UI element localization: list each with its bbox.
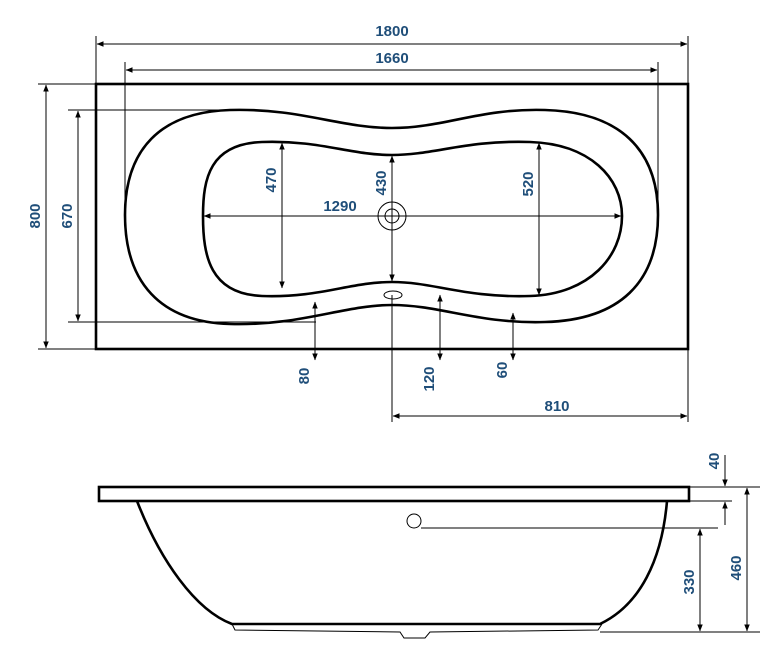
rim-profile xyxy=(97,485,691,503)
label-drain-to-end: 810 xyxy=(544,398,569,415)
label-rim-thickness: 40 xyxy=(706,453,723,470)
side-extension-lines xyxy=(421,486,760,633)
overflow-symbol xyxy=(383,290,403,300)
extension-lines xyxy=(38,36,689,422)
label-overall-length: 1800 xyxy=(375,23,408,40)
side-view: 40 330 460 xyxy=(97,453,760,639)
top-view: 1800 1660 800 670 1290 470 430 520 80 12… xyxy=(27,23,690,422)
label-mid-rim: 120 xyxy=(421,366,438,391)
label-bottom-length: 1290 xyxy=(323,198,356,215)
label-drain-offset: 430 xyxy=(373,170,390,195)
inner-rim-contour xyxy=(123,108,660,326)
dimension-lines xyxy=(43,41,688,419)
label-overall-width: 800 xyxy=(27,203,44,228)
bottom-contour xyxy=(201,140,624,298)
label-inner-length: 1660 xyxy=(375,50,408,67)
overflow-hole xyxy=(406,513,422,529)
label-bottom-right-width: 520 xyxy=(520,171,537,196)
tub-body-profile xyxy=(135,500,669,626)
label-left-rim: 80 xyxy=(296,368,313,385)
label-bottom-left-width: 470 xyxy=(263,167,280,192)
label-inner-width: 670 xyxy=(59,203,76,228)
label-overflow-height: 330 xyxy=(681,569,698,594)
tub-feet-line xyxy=(231,623,603,639)
label-right-rim: 60 xyxy=(494,362,511,379)
side-dimension-lines xyxy=(697,455,750,632)
label-total-height: 460 xyxy=(728,555,745,580)
